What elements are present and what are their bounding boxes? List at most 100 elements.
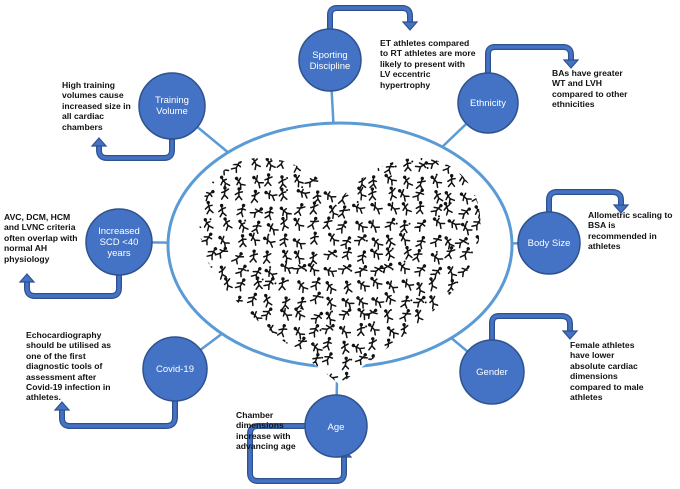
- athlete-pictogram-icon: [384, 217, 398, 231]
- athlete-pictogram-icon: [430, 203, 443, 217]
- athlete-pictogram-icon: [279, 206, 292, 219]
- athlete-pictogram-icon: [206, 247, 218, 261]
- athlete-pictogram-icon: [295, 366, 304, 381]
- athlete-pictogram-icon: [234, 187, 244, 201]
- athlete-pictogram-icon: [447, 266, 458, 280]
- node-ethnicity: [457, 72, 519, 134]
- athlete-pictogram-icon: [215, 356, 228, 370]
- athlete-pictogram-icon: [201, 189, 215, 202]
- athlete-pictogram-icon: [238, 219, 249, 233]
- athlete-pictogram-icon: [443, 201, 453, 216]
- athlete-pictogram-icon: [447, 219, 461, 230]
- athlete-pictogram-icon: [234, 176, 246, 190]
- athlete-pictogram-icon: [386, 326, 400, 339]
- athlete-pictogram-icon: [354, 353, 369, 366]
- athlete-pictogram-icon: [429, 295, 439, 310]
- athlete-pictogram-icon: [252, 368, 266, 381]
- athlete-pictogram-icon: [368, 175, 378, 189]
- athlete-pictogram-icon: [293, 173, 304, 188]
- connector-training-volume: [96, 139, 175, 161]
- athlete-pictogram-icon: [415, 201, 425, 215]
- athlete-pictogram-icon: [338, 308, 352, 321]
- athlete-pictogram-icon: [279, 233, 289, 248]
- athlete-pictogram-icon: [402, 175, 414, 190]
- athlete-pictogram-icon: [471, 217, 481, 231]
- athlete-pictogram-icon: [357, 307, 370, 321]
- athlete-pictogram-icon: [340, 340, 350, 355]
- athlete-pictogram-icon: [414, 264, 427, 277]
- athlete-pictogram-icon: [199, 326, 204, 341]
- athlete-pictogram-icon: [336, 220, 348, 234]
- node-label-training-volume: Training Volume: [155, 95, 189, 117]
- athlete-pictogram-icon: [219, 175, 231, 189]
- athlete-pictogram-icon: [307, 216, 320, 230]
- athlete-pictogram-icon: [296, 296, 307, 311]
- athlete-pictogram-icon: [371, 296, 385, 308]
- athlete-pictogram-icon: [253, 276, 264, 290]
- athlete-pictogram-icon: [416, 282, 426, 297]
- athlete-pictogram-icon: [398, 260, 411, 275]
- athlete-pictogram-icon: [292, 263, 308, 275]
- athlete-pictogram-icon: [428, 277, 438, 292]
- athlete-pictogram-icon: [353, 234, 368, 246]
- athlete-pictogram-icon: [339, 325, 352, 339]
- athlete-pictogram-icon: [293, 326, 306, 340]
- athlete-pictogram-icon: [444, 236, 455, 250]
- athlete-pictogram-icon: [429, 234, 443, 248]
- athlete-pictogram-icon: [398, 232, 411, 246]
- athlete-pictogram-icon: [199, 157, 202, 159]
- athlete-pictogram-icon: [457, 142, 466, 156]
- note-body-size: Allometric scaling to BSA is recommended…: [588, 210, 673, 252]
- athlete-pictogram-icon: [414, 309, 424, 324]
- athlete-pictogram-icon: [370, 201, 383, 215]
- athlete-pictogram-icon: [368, 187, 377, 201]
- athlete-pictogram-icon: [278, 175, 289, 189]
- note-covid: Echocardiography should be utilised as o…: [26, 330, 111, 403]
- athlete-pictogram-icon: [204, 200, 214, 215]
- athlete-pictogram-icon: [443, 369, 454, 384]
- athlete-pictogram-icon: [293, 217, 305, 231]
- athlete-pictogram-icon: [430, 266, 443, 280]
- athlete-pictogram-icon: [343, 280, 353, 295]
- athlete-pictogram-icon: [218, 235, 230, 249]
- athlete-pictogram-icon: [238, 234, 247, 248]
- athlete-pictogram-icon: [432, 215, 446, 230]
- athlete-pictogram-icon: [294, 307, 306, 321]
- athlete-pictogram-icon: [246, 292, 258, 307]
- athlete-pictogram-icon: [475, 324, 481, 339]
- athlete-pictogram-icon: [341, 297, 355, 310]
- athlete-pictogram-icon: [454, 237, 470, 249]
- athlete-pictogram-icon: [203, 218, 214, 232]
- arrowhead-training-volume-icon: [90, 137, 108, 147]
- athlete-pictogram-icon: [357, 280, 370, 292]
- connector-fill-sporting-discipline: [328, 6, 412, 29]
- note-gender: Female athletes have lower absolute card…: [570, 340, 644, 403]
- athlete-pictogram-icon: [236, 203, 247, 218]
- athlete-pictogram-icon: [310, 311, 324, 324]
- athlete-pictogram-icon: [384, 292, 396, 305]
- athlete-pictogram-icon: [214, 246, 229, 259]
- node-label-covid: Covid-19: [155, 363, 195, 375]
- athlete-pictogram-icon: [385, 234, 396, 248]
- athlete-pictogram-icon: [278, 277, 289, 291]
- athlete-pictogram-icon: [231, 371, 247, 382]
- athlete-pictogram-icon: [459, 192, 472, 205]
- athlete-pictogram-icon: [252, 175, 264, 189]
- node-training-volume: [138, 72, 206, 140]
- athlete-pictogram-icon: [355, 220, 368, 233]
- athlete-pictogram-icon: [323, 191, 337, 203]
- athlete-pictogram-icon: [265, 157, 276, 171]
- athlete-pictogram-icon: [401, 278, 415, 291]
- athlete-pictogram-icon: [325, 310, 336, 326]
- node-label-body-size: Body Size: [527, 237, 571, 249]
- athlete-pictogram-icon: [223, 217, 233, 231]
- athlete-pictogram-icon: [266, 223, 279, 236]
- athlete-pictogram-icon: [326, 296, 337, 311]
- athlete-pictogram-icon: [280, 216, 289, 231]
- athlete-pictogram-icon: [397, 188, 410, 202]
- arrowhead-ethnicity-icon: [562, 59, 580, 69]
- arrowhead-gender-icon: [561, 330, 579, 340]
- athlete-pictogram-icon: [370, 276, 383, 290]
- athlete-pictogram-icon: [444, 355, 457, 369]
